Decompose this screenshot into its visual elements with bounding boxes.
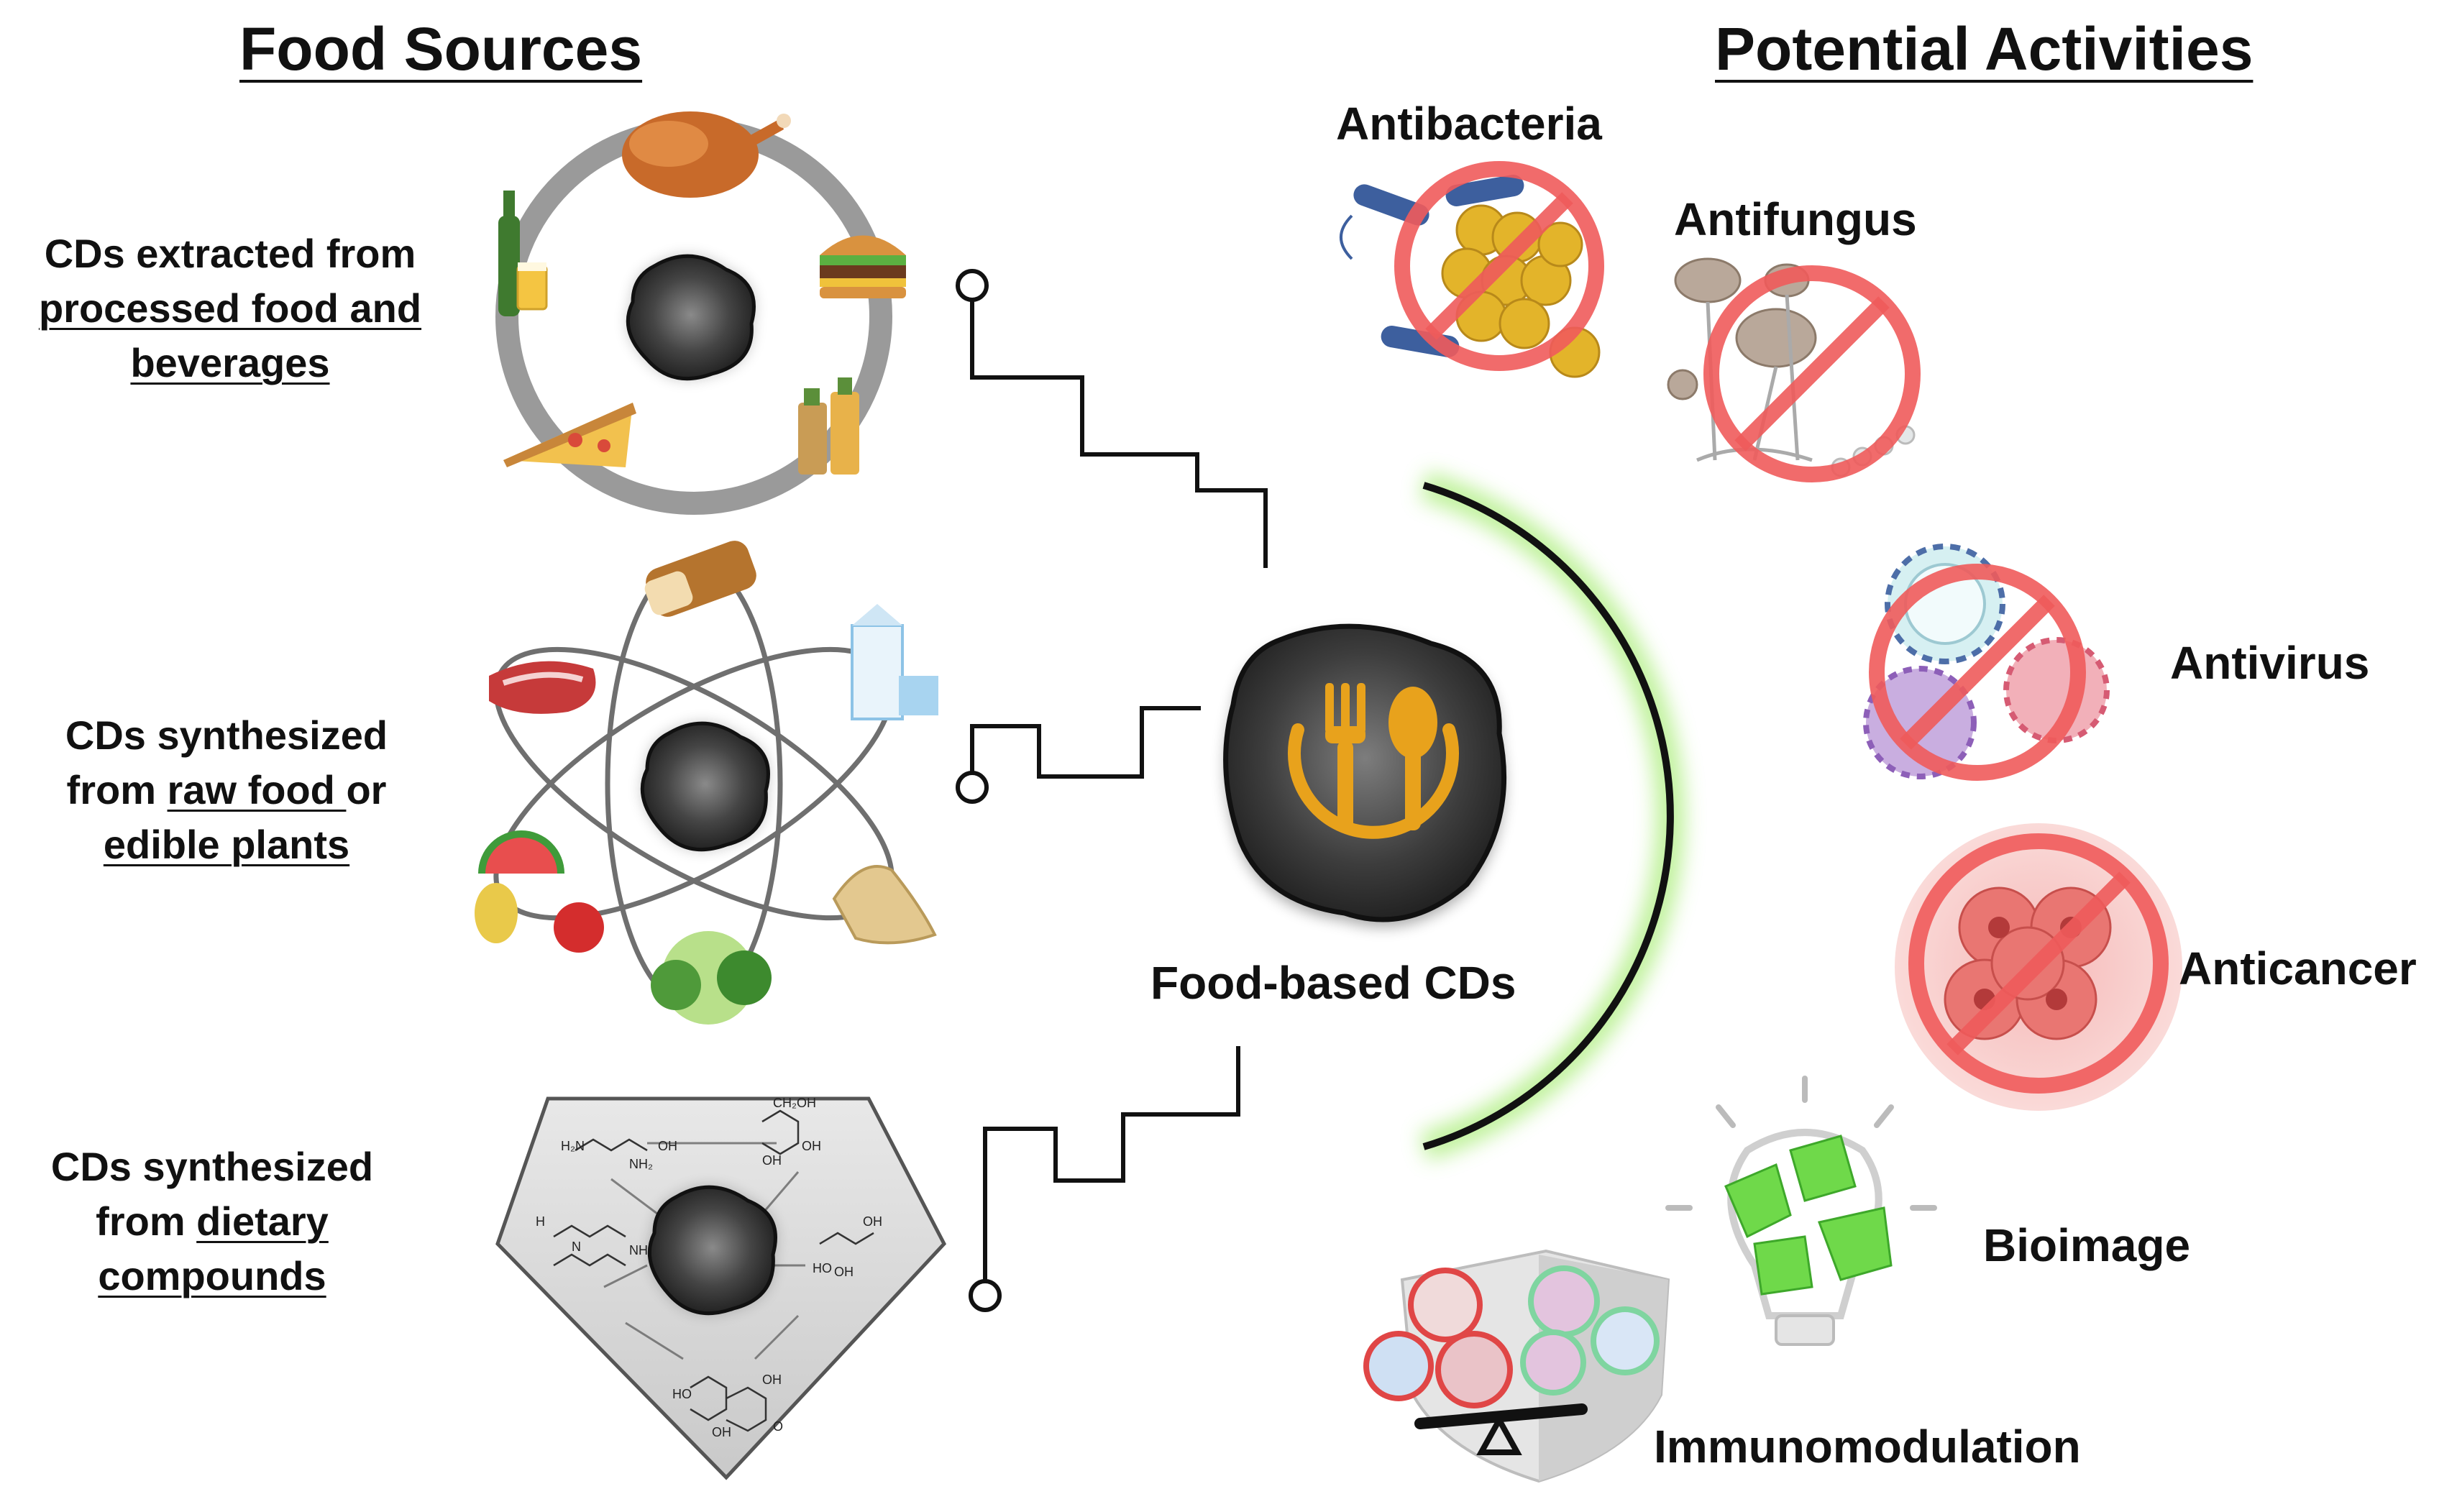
- burger-icon: [820, 235, 906, 298]
- chem-label: CH₂OH: [773, 1096, 816, 1110]
- underlined-text: raw food: [167, 767, 347, 812]
- bread-icon: [644, 541, 756, 617]
- fork-spoon-icon: [1288, 683, 1459, 839]
- underlined-text: processed food and: [38, 285, 422, 331]
- activities-arc: [1419, 471, 1685, 1161]
- chem-label: HO: [813, 1261, 832, 1275]
- source-label-line: compounds: [7, 1249, 417, 1303]
- label-text: CDs synthesized: [65, 713, 388, 758]
- source-label-line: from dietary: [7, 1194, 417, 1249]
- chem-label: OH: [762, 1373, 782, 1387]
- food-based-cds-label: Food-based CDs: [1150, 957, 1516, 1009]
- food-sources-heading: Food Sources: [239, 15, 643, 83]
- connector-middle: [956, 706, 1201, 804]
- potential-activities-heading: Potential Activities: [1715, 15, 2254, 83]
- source-label-processed-food: CDs extracted from processed food and beve…: [14, 226, 446, 390]
- meat-icon: [489, 661, 596, 714]
- immunomodulation-icon: [1363, 1249, 1670, 1483]
- anticancer-label: Anticancer: [2179, 943, 2417, 994]
- chem-label: O: [773, 1419, 783, 1434]
- connector-top: [956, 269, 1268, 568]
- milk-icon: [851, 604, 938, 720]
- lettuce-icon: [651, 931, 772, 1025]
- antifungus-label: Antifungus: [1674, 193, 1917, 245]
- fruit-icon: [475, 830, 604, 953]
- carbon-dot-2: [640, 721, 770, 852]
- chem-label: OH: [658, 1139, 677, 1153]
- source-label-line: beverages: [14, 336, 446, 390]
- pizza-icon: [503, 403, 636, 467]
- label-text: or: [346, 767, 387, 812]
- antivirus-label: Antivirus: [2170, 637, 2370, 689]
- source-label-line: from raw food or: [14, 763, 439, 817]
- underlined-text: beverages: [130, 340, 330, 385]
- chemical-structures: [553, 1109, 874, 1432]
- chem-label: HO: [672, 1387, 692, 1401]
- anticancer-icon: [1895, 823, 2182, 1111]
- underlined-text: dietary: [196, 1199, 329, 1244]
- chem-label: OH: [762, 1153, 782, 1168]
- label-text: CDs synthesized: [50, 1144, 374, 1189]
- label-text: from: [96, 1199, 197, 1244]
- chem-label: OH: [834, 1265, 854, 1279]
- antibacteria-icon: [1340, 161, 1604, 378]
- connector-bottom: [969, 1046, 1240, 1312]
- label-text: from: [66, 767, 168, 812]
- chem-label: OH: [863, 1214, 882, 1229]
- processed-food-ring: [495, 111, 906, 515]
- source-label-line: processed food and: [14, 281, 446, 336]
- bottles-icon: [798, 377, 859, 475]
- raw-food-icons: [475, 541, 938, 1025]
- chem-label: OH: [802, 1139, 821, 1153]
- antifungus-icon: [1667, 257, 1921, 482]
- beer-icon: [498, 191, 548, 316]
- chem-label: N: [572, 1240, 581, 1254]
- carbon-dot-1: [626, 254, 756, 381]
- chem-label: H₂N: [561, 1139, 585, 1153]
- chicken-icon: [622, 111, 791, 198]
- underlined-text: compounds: [98, 1253, 326, 1298]
- antivirus-icon: [1863, 544, 2110, 781]
- source-label-raw-food: CDs synthesized from raw food or edible pl…: [14, 708, 439, 872]
- chem-label: OH: [712, 1425, 731, 1439]
- source-label-line: edible plants: [14, 817, 439, 872]
- chem-label: NH₂: [629, 1157, 653, 1171]
- chem-label: NH₂: [629, 1243, 653, 1257]
- source-label-line: CDs extracted from: [14, 226, 446, 281]
- food-based-cd: [1223, 623, 1507, 927]
- source-label-line: CDs synthesized: [14, 708, 439, 763]
- source-label-line: CDs synthesized: [7, 1140, 417, 1194]
- immunomodulation-label: Immunomodulation: [1654, 1421, 2081, 1472]
- underlined-text: edible plants: [103, 822, 350, 867]
- carbon-dot-3: [647, 1185, 777, 1316]
- bioimage-label: Bioimage: [1983, 1219, 2191, 1271]
- chem-label: H: [536, 1214, 545, 1229]
- antibacteria-label: Antibacteria: [1336, 98, 1602, 150]
- bioimage-icon: [1665, 1076, 1937, 1346]
- label-text: CDs extracted from: [44, 231, 416, 276]
- ginger-icon: [832, 865, 937, 945]
